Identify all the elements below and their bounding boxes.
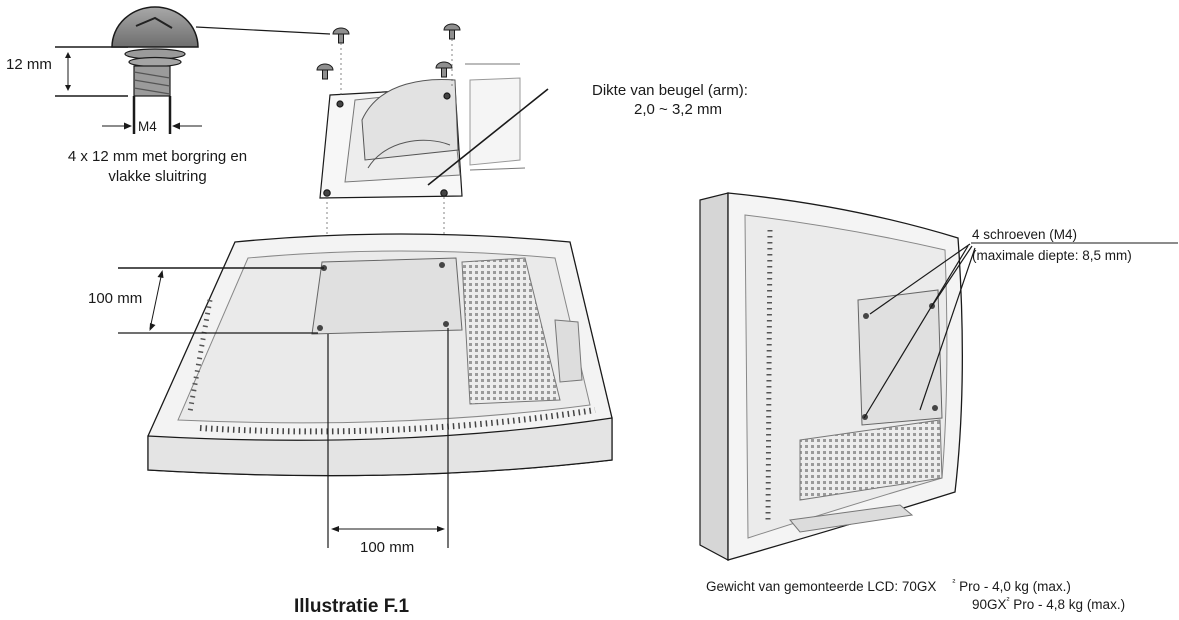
max-depth-label: (maximale diepte: 8,5 mm) bbox=[972, 248, 1132, 263]
thread-size-label: M4 bbox=[138, 119, 157, 134]
vertical-spacing-label: 100 mm bbox=[88, 290, 143, 307]
bracket-screws bbox=[316, 23, 461, 80]
bracket-thickness-value: 2,0 ~ 3,2 mm bbox=[634, 101, 722, 118]
screw-spec-line2: vlakke sluitring bbox=[108, 168, 207, 185]
bracket-thickness-label: Dikte van beugel (arm): bbox=[592, 82, 748, 99]
weight-line2-suffix: Pro - 4,8 kg (max.) bbox=[1009, 597, 1126, 612]
weight-line-1: Gewicht van gemonteerde LCD: 70GX ² Pro -… bbox=[706, 573, 1071, 596]
screws-count-label: 4 schroeven (M4) bbox=[972, 227, 1078, 242]
monitor-back-view bbox=[118, 233, 613, 548]
horizontal-spacing-label: 100 mm bbox=[360, 539, 415, 556]
weight-line-2: 90GX² Pro - 4,8 kg (max.) bbox=[972, 591, 1125, 614]
screw-detail bbox=[55, 6, 331, 134]
weight-line1-suffix: Pro - 4,0 kg (max.) bbox=[955, 579, 1071, 594]
screw-length-label: 12 mm bbox=[6, 56, 52, 73]
weight-sup-1: ² bbox=[952, 577, 956, 587]
mounting-bracket bbox=[319, 39, 549, 265]
screw-spec-line1: 4 x 12 mm met borgring en bbox=[67, 148, 248, 165]
weight-sup-2: ² bbox=[1006, 595, 1010, 605]
figure-caption: Illustratie F.1 bbox=[294, 596, 410, 617]
weight-prefix: Gewicht van gemonteerde LCD: 70GX bbox=[706, 579, 937, 594]
weight-model-2: 90GX bbox=[972, 597, 1007, 612]
monitor-side-view bbox=[699, 192, 1178, 562]
